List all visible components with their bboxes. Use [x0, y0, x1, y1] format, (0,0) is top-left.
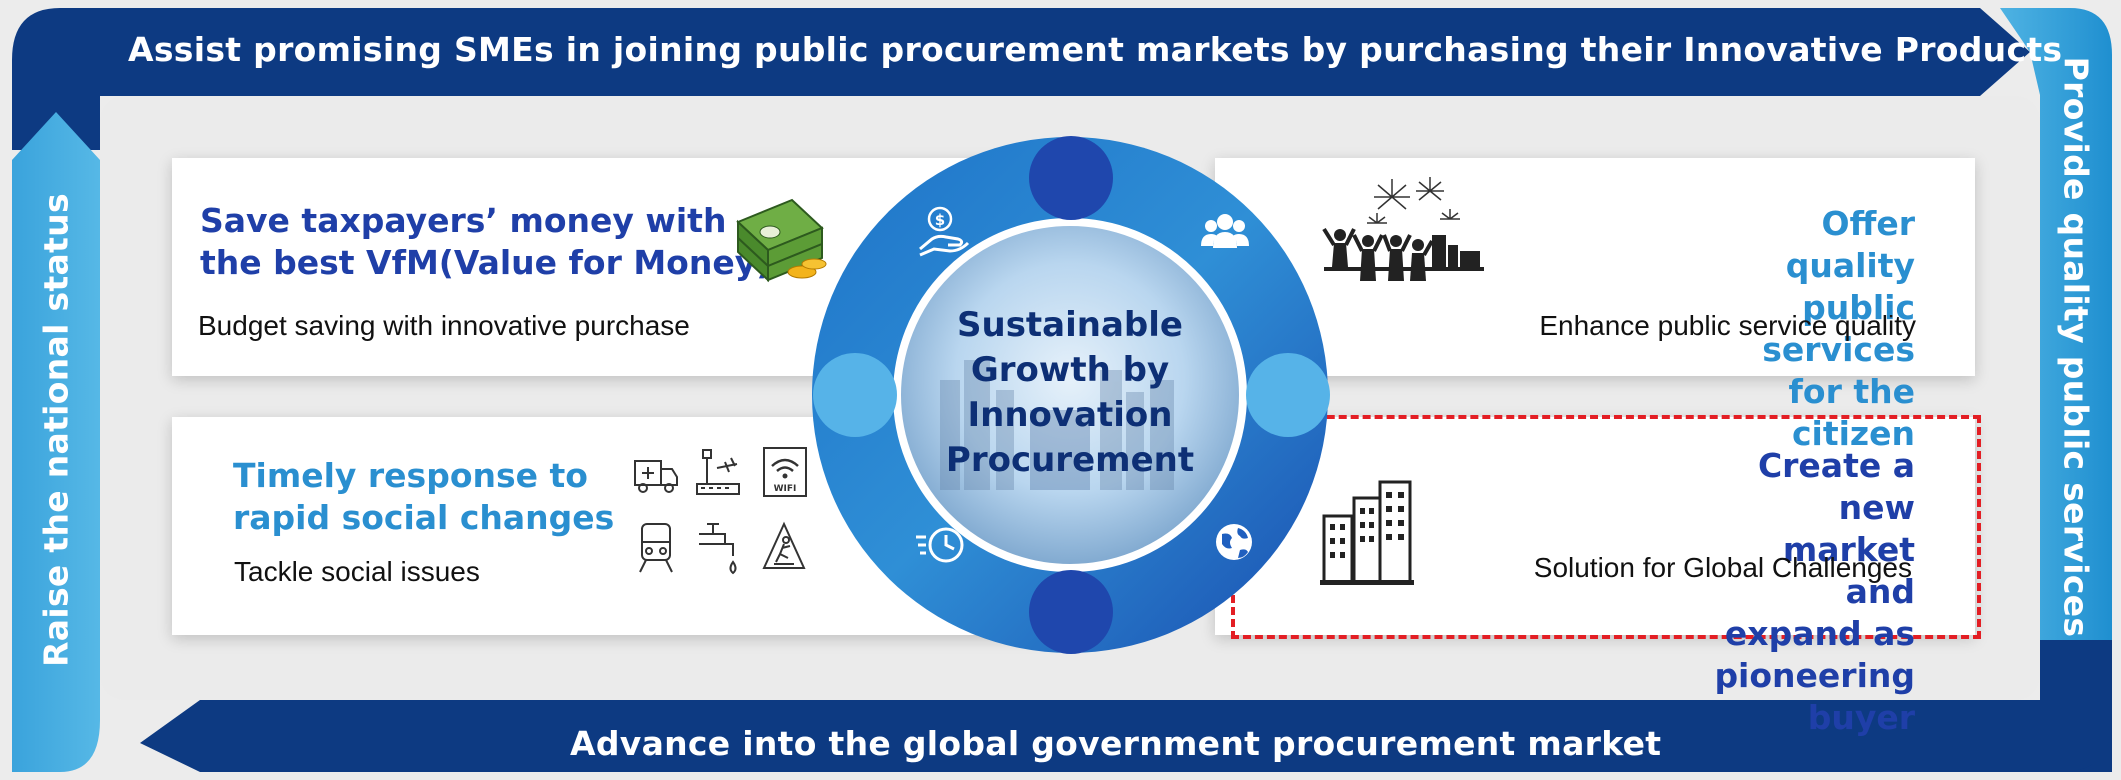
card-top-right-desc: Enhance public service quality	[1539, 310, 1916, 341]
left-banner-arrow	[12, 112, 100, 772]
people-icon	[1201, 214, 1249, 248]
card-top-left-desc: Budget saving with innovative purchase	[198, 310, 690, 341]
clock-icon	[916, 527, 964, 563]
right-banner-arrow	[2000, 8, 2112, 690]
center-title: Sustainable Growth by Innovation Procure…	[945, 305, 1195, 480]
train-icon	[639, 523, 673, 573]
left-banner-text: Raise the national status	[36, 193, 76, 667]
right-node	[1246, 353, 1330, 437]
celebration-crowd-icon	[1322, 177, 1484, 281]
fall-hazard-icon	[762, 521, 806, 569]
dollar-hand-icon: $	[919, 206, 970, 257]
svg-text:$: $	[935, 211, 945, 229]
wifi-label: WIFI	[774, 484, 797, 494]
ambulance-icon	[634, 460, 678, 493]
center-ring: $	[812, 136, 1330, 654]
money-stack-icon	[736, 198, 827, 283]
card-bottom-right-desc: Solution for Global Challenges	[1533, 552, 1912, 583]
top-node	[1029, 136, 1113, 220]
wifi-icon: WIFI	[763, 447, 807, 497]
top-banner-arrow	[12, 8, 2030, 150]
card-bottom-left-desc: Tackle social issues	[234, 556, 480, 587]
right-banner-text: Provide quality public services	[2056, 56, 2096, 638]
globe-icon	[1216, 524, 1252, 560]
left-node	[813, 353, 897, 437]
bottom-banner-text: Advance into the global government procu…	[570, 724, 1662, 763]
water-tap-icon	[699, 523, 737, 575]
top-banner-text: Assist promising SMEs in joining public …	[128, 30, 2063, 69]
bottom-node	[1029, 570, 1113, 654]
city-buildings-icon	[1320, 480, 1414, 585]
bottom-banner-arrow	[140, 640, 2112, 772]
airport-icon	[696, 449, 740, 495]
